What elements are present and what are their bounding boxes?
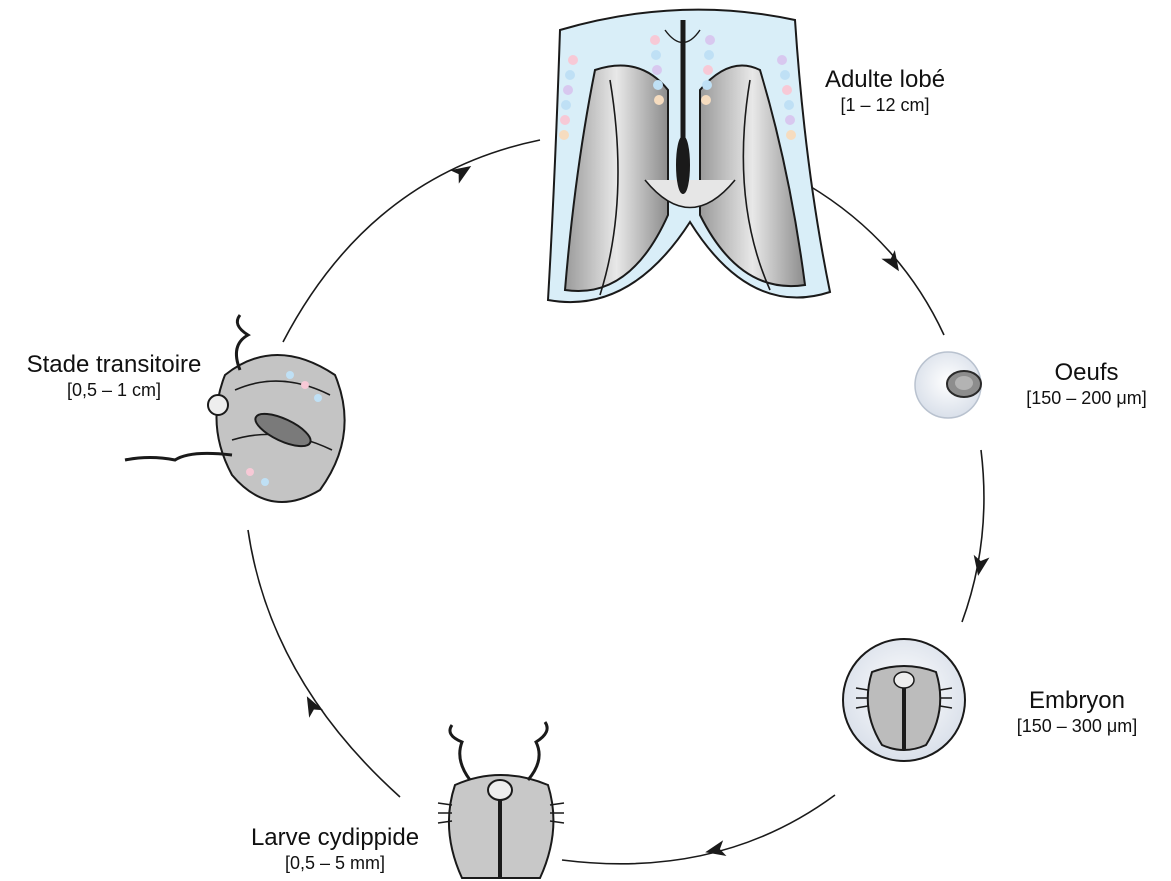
eggs-label: Oeufs [150 – 200 μm]	[1002, 360, 1171, 408]
arc-embryo-to-larva	[562, 795, 835, 864]
larva-name: Larve cydippide	[228, 825, 442, 850]
cycle-arrow-icon	[881, 250, 905, 275]
eggs-name: Oeufs	[1002, 360, 1171, 385]
cycle-arrow-icon	[450, 159, 475, 183]
larva-size: [0,5 – 5 mm]	[228, 854, 442, 873]
egg-icon	[915, 352, 981, 418]
embryo-name: Embryon	[992, 688, 1162, 713]
transitional-stage-icon	[125, 315, 345, 502]
arc-adult-to-eggs	[808, 185, 944, 335]
embryo-icon	[843, 639, 965, 761]
arc-eggs-to-embryo	[962, 450, 984, 622]
larva-label: Larve cydippide [0,5 – 5 mm]	[228, 825, 442, 873]
transition-name: Stade transitoire	[4, 352, 224, 377]
arc-larva-to-transition	[248, 530, 400, 797]
adult-label: Adulte lobé [1 – 12 cm]	[800, 67, 970, 115]
ctenophore-adult-icon	[548, 10, 830, 303]
embryo-size: [150 – 300 μm]	[992, 717, 1162, 736]
adult-name: Adulte lobé	[800, 67, 970, 92]
embryo-label: Embryon [150 – 300 μm]	[992, 688, 1162, 736]
cydippid-larva-icon	[438, 722, 564, 878]
adult-size: [1 – 12 cm]	[800, 96, 970, 115]
transition-size: [0,5 – 1 cm]	[4, 381, 224, 400]
arc-transition-to-adult	[283, 140, 540, 342]
eggs-size: [150 – 200 μm]	[1002, 389, 1171, 408]
cycle-arrow-icon	[970, 555, 989, 577]
transition-label: Stade transitoire [0,5 – 1 cm]	[4, 352, 224, 400]
